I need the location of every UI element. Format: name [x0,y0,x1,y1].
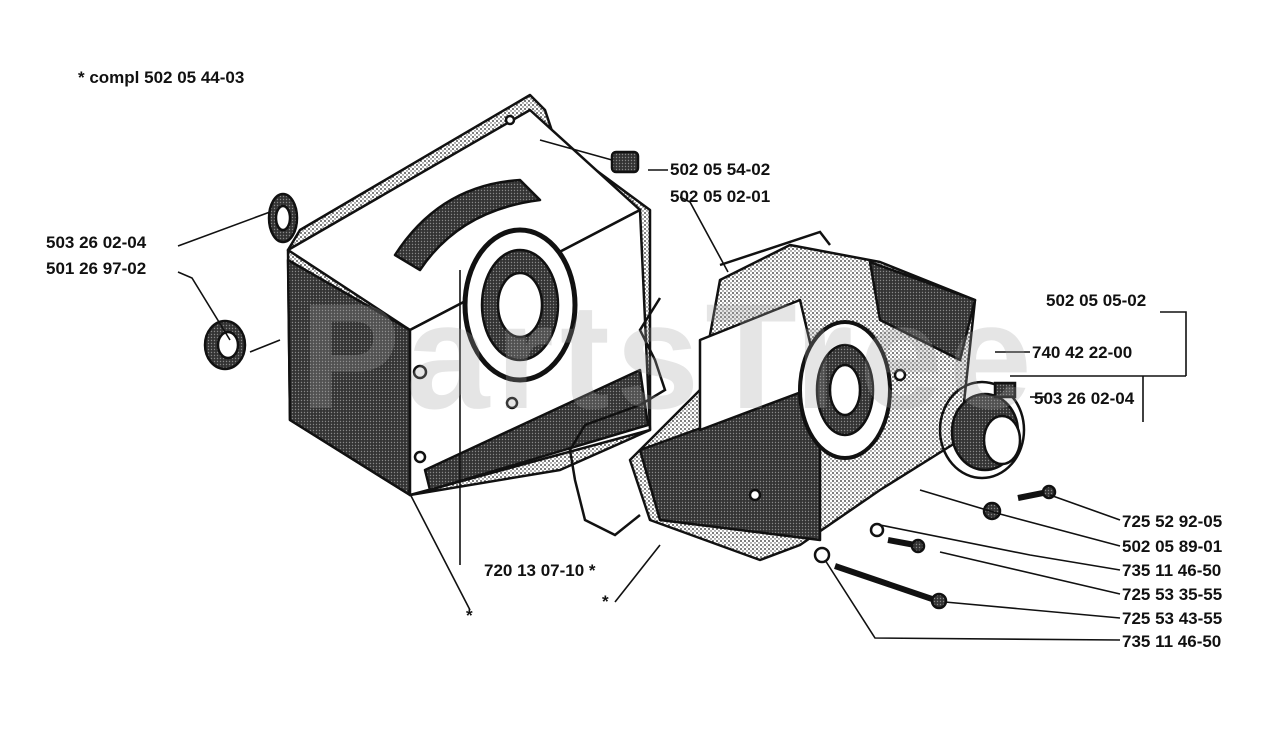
callout-label: * [602,592,609,611]
callout-label: 503 26 02-04 [1034,389,1135,408]
fasteners [813,484,1057,610]
callout-label: 502 05 05-02 [1046,291,1147,310]
plug-part [610,150,640,174]
leader-lines [177,139,1187,641]
callout-label: 725 53 35-55 [1122,585,1223,604]
callout-label: 725 53 43-55 [1122,609,1223,628]
assembly-note: * compl 502 05 44-03 [78,68,245,87]
right-bearing-assembly [938,380,1026,480]
callout-label: 502 05 54-02 [670,160,771,179]
callout-label: 735 11 46-50 [1122,632,1222,651]
callout-label: 503 26 02-04 [46,233,147,252]
callout-label: 502 05 02-01 [670,187,771,206]
left-bearing-seal [203,192,299,371]
callout-label: 502 05 89-01 [1122,537,1223,556]
right-crankcase-half [628,243,977,562]
callout-label: 735 11 46-50 [1122,561,1222,580]
callout-label: 501 26 97-02 [46,259,147,278]
callout-label: 725 52 92-05 [1122,512,1223,531]
callout-label: 740 42 22-00 [1032,343,1133,362]
gasket [568,230,831,537]
callout-label: 720 13 07-10 * [484,561,596,580]
callout-label: * [466,606,473,625]
